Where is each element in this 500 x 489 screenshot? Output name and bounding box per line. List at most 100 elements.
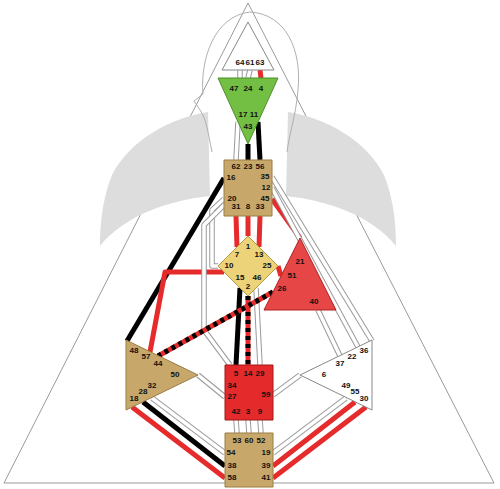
channel [260, 420, 261, 433]
channel [152, 398, 225, 453]
channel [198, 375, 225, 397]
center-outline [222, 22, 274, 70]
gate-number: 42 [232, 408, 241, 416]
channel-red [158, 292, 273, 356]
channel [273, 402, 355, 466]
gate-number: 16 [227, 174, 236, 182]
channel-open [236, 122, 238, 160]
channel-outline [204, 205, 230, 365]
center-shape [264, 238, 336, 310]
channel [236, 216, 237, 247]
gate-number: 32 [148, 382, 157, 390]
heart-center: 21512640 [264, 238, 336, 310]
gate-number: 60 [245, 437, 254, 445]
gate-number: 39 [262, 462, 271, 470]
channel-open [318, 310, 340, 356]
gate-number: 43 [244, 123, 253, 131]
channel-red [260, 70, 261, 78]
gate-number: 15 [236, 274, 245, 282]
channel-open [273, 375, 300, 395]
gate-number: 29 [256, 370, 265, 378]
gate-number: 58 [228, 474, 237, 482]
channel-outline [260, 420, 261, 433]
channel-open [204, 205, 230, 365]
gate-number: 19 [262, 449, 271, 457]
gate-number: 61 [246, 59, 255, 67]
channel-open [273, 398, 346, 453]
channel-open [236, 420, 237, 433]
outer-triangle [4, 3, 494, 483]
solar-plexus-center: 3622376495530 [300, 340, 372, 410]
gate-number: 22 [348, 353, 357, 361]
channel-outline [273, 398, 346, 453]
center-outline [224, 160, 272, 216]
channel [158, 292, 273, 356]
channel [248, 216, 249, 236]
gate-number: 27 [228, 393, 237, 401]
center-outline [264, 238, 336, 310]
gate-number: 41 [262, 474, 271, 482]
gate-number: 57 [142, 353, 151, 361]
gate-number: 26 [278, 285, 287, 293]
channel [248, 144, 249, 160]
channel-open [238, 70, 242, 78]
channel-black [236, 288, 240, 365]
ajna-center: 47244171143 [218, 78, 278, 144]
channel-red [259, 216, 260, 247]
channel-black [258, 122, 260, 160]
channel-outline [237, 70, 243, 78]
gate-number: 46 [253, 274, 262, 282]
gate-number: 17 [239, 111, 248, 119]
gate-number: 59 [262, 391, 271, 399]
gate-number: 38 [228, 462, 237, 470]
channel-open [260, 420, 261, 433]
channel [318, 310, 340, 356]
gate-number: 12 [262, 184, 271, 192]
gate-number: 44 [154, 360, 163, 368]
root-center: 536052541938395841 [225, 433, 273, 487]
channel [272, 177, 372, 341]
gate-number: 51 [288, 272, 297, 280]
gate-number: 11 [250, 111, 258, 119]
gate-number: 18 [130, 395, 139, 403]
gate-number: 63 [256, 59, 265, 67]
gate-number: 4 [259, 85, 263, 93]
gate-number: 2 [246, 283, 250, 291]
channel-open [248, 420, 249, 433]
channel [236, 288, 240, 365]
gate-number: 21 [296, 258, 305, 266]
gate-number: 1 [246, 243, 250, 251]
gate-number: 31 [232, 203, 241, 211]
gate-number: 64 [236, 59, 245, 67]
gate-number: 45 [261, 195, 270, 203]
channel-red [246, 216, 251, 236]
channel-red [278, 266, 281, 276]
channel-outline [248, 70, 250, 78]
channel [273, 375, 300, 395]
center-outline [218, 236, 278, 296]
gate-number: 53 [233, 437, 242, 445]
channel [143, 402, 225, 466]
channel-red [273, 407, 366, 478]
channel-red [273, 402, 355, 466]
center-outline [225, 365, 273, 420]
channel-stripe [158, 292, 273, 356]
gate-number: 30 [360, 395, 369, 403]
channel-outline [318, 310, 340, 356]
gate-number: 28 [139, 388, 148, 396]
gate-number: 23 [244, 163, 253, 171]
channel-outline [236, 420, 237, 433]
gate-number: 56 [256, 163, 265, 171]
channel-open [152, 398, 225, 453]
g-center: 1713102515462 [218, 236, 278, 296]
channel-open [248, 70, 250, 78]
channel [236, 122, 238, 160]
channel [273, 407, 366, 478]
channel [273, 398, 346, 453]
channel [127, 178, 224, 341]
gate-number: 7 [235, 251, 239, 259]
gate-number: 6 [322, 371, 326, 379]
channel [204, 205, 230, 365]
channel-black [143, 402, 225, 466]
